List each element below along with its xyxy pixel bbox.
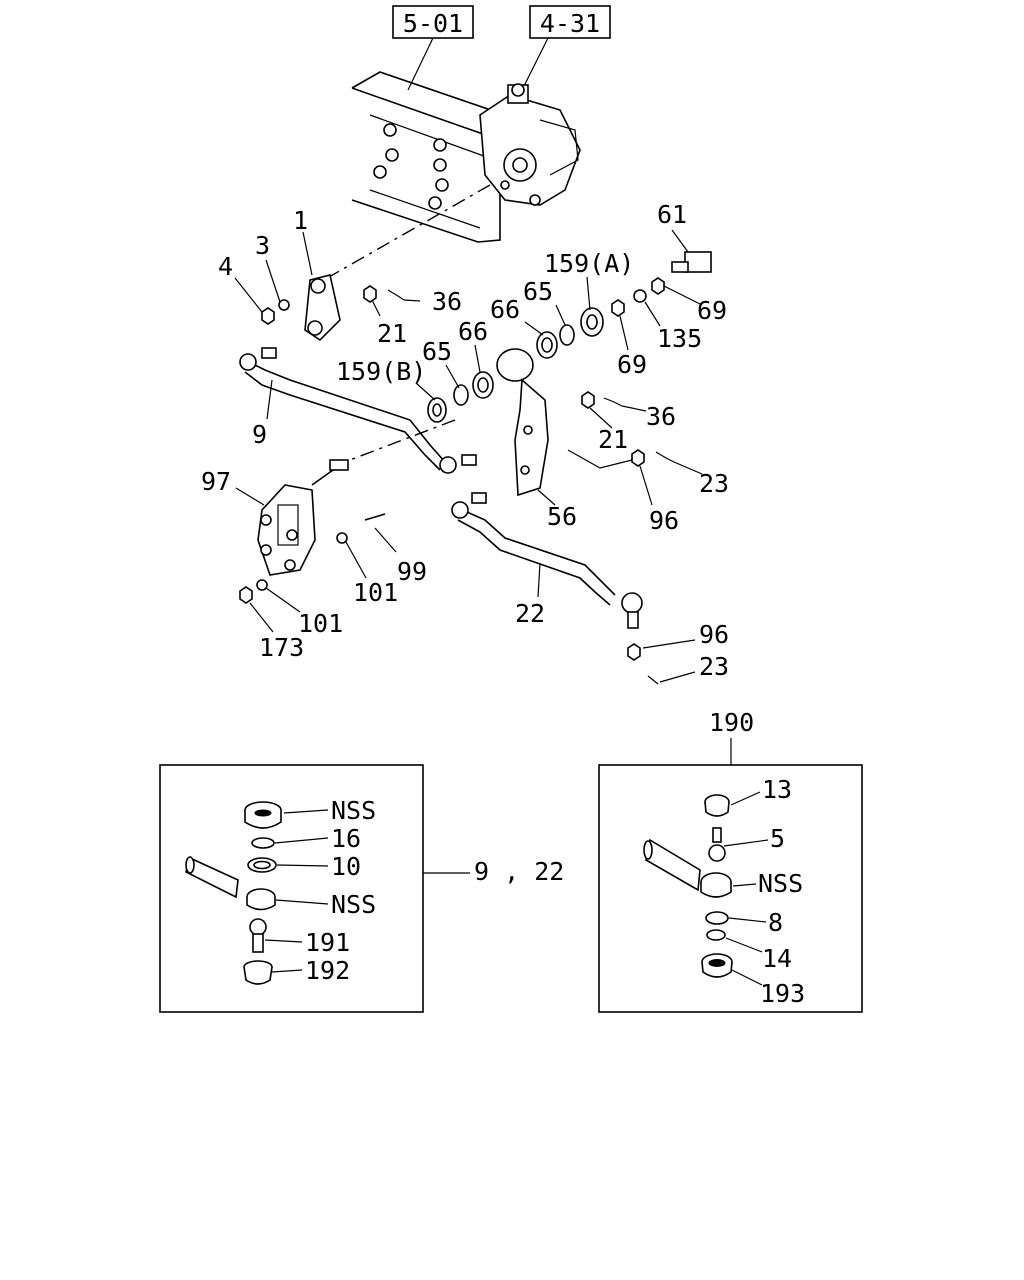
ref-box-5-01[interactable]: 5-01 — [392, 5, 474, 39]
bell-crank-56 — [496, 348, 549, 497]
callout-135[interactable]: 135 — [657, 324, 702, 353]
detail-box-tie-rod-end: 9 , 22 NSS 16 10 NSS 191 192 — [159, 764, 564, 1013]
callout-21a[interactable]: 21 — [377, 319, 407, 348]
callout-99[interactable]: 99 — [397, 557, 427, 586]
rod-9 — [239, 347, 477, 474]
nut — [261, 307, 275, 325]
detail-right-label-1[interactable]: 13 — [762, 775, 792, 804]
cotter-pin — [387, 289, 405, 301]
callout-61[interactable]: 61 — [657, 200, 687, 229]
callout-159a[interactable]: 159(A) — [544, 249, 634, 278]
pump-lever — [304, 274, 341, 342]
detail-box-ball-joint: 190 13 5 NSS 8 14 193 — [598, 708, 863, 1013]
callout-21b[interactable]: 21 — [598, 425, 628, 454]
callout-96b[interactable]: 96 — [699, 620, 729, 649]
callout-96a[interactable]: 96 — [649, 506, 679, 535]
detail-left-label-5[interactable]: 191 — [305, 928, 350, 957]
callout-97[interactable]: 97 — [201, 467, 231, 496]
detail-right-label-6[interactable]: 193 — [760, 979, 805, 1008]
callout-101b[interactable]: 101 — [298, 609, 343, 638]
detail-left-label-4[interactable]: NSS — [331, 890, 376, 919]
callout-36a[interactable]: 36 — [432, 287, 462, 316]
svg-text:4-31: 4-31 — [540, 9, 600, 38]
stop-bracket-61 — [671, 251, 712, 273]
callout-56[interactable]: 56 — [547, 502, 577, 531]
bracket-97 — [257, 459, 349, 576]
callout-66a[interactable]: 66 — [458, 317, 488, 346]
svg-text:5-01: 5-01 — [403, 9, 463, 38]
callout-23a[interactable]: 23 — [699, 469, 729, 498]
detail-right-label-5[interactable]: 14 — [762, 944, 792, 973]
callout-159b[interactable]: 159(B) — [336, 357, 426, 386]
detail-right-label-3[interactable]: NSS — [758, 869, 803, 898]
callout-69b[interactable]: 69 — [617, 350, 647, 379]
callout-9[interactable]: 9 — [252, 420, 267, 449]
callout-3[interactable]: 3 — [255, 231, 270, 260]
detail-left-label-6[interactable]: 192 — [305, 956, 350, 985]
bushing-159b — [427, 397, 447, 423]
detail-left-label-3[interactable]: 10 — [331, 852, 361, 881]
callout-22[interactable]: 22 — [515, 599, 545, 628]
callout-23b[interactable]: 23 — [699, 652, 729, 681]
lock-washer — [633, 289, 647, 303]
callout-173[interactable]: 173 — [259, 633, 304, 662]
bushing-159a — [580, 307, 604, 337]
callout-69a[interactable]: 69 — [697, 296, 727, 325]
bolt-99 — [364, 513, 386, 521]
washer — [278, 299, 290, 311]
ref-box-4-31[interactable]: 4-31 — [529, 5, 611, 39]
callout-101a[interactable]: 101 — [353, 578, 398, 607]
nut — [363, 285, 377, 303]
detail-group-label-9-22[interactable]: 9 , 22 — [474, 857, 564, 886]
callout-1[interactable]: 1 — [293, 206, 308, 235]
detail-left-label-2[interactable]: 16 — [331, 824, 361, 853]
callout-66b[interactable]: 66 — [490, 295, 520, 324]
callout-36b[interactable]: 36 — [646, 402, 676, 431]
detail-group-label-190[interactable]: 190 — [709, 708, 754, 737]
callout-4[interactable]: 4 — [218, 252, 233, 281]
callout-65a[interactable]: 65 — [422, 337, 452, 366]
callout-65b[interactable]: 65 — [523, 277, 553, 306]
rod-22 — [451, 492, 643, 629]
detail-right-label-2[interactable]: 5 — [770, 824, 785, 853]
detail-right-label-4[interactable]: 8 — [768, 908, 783, 937]
detail-left-label-1[interactable]: NSS — [331, 796, 376, 825]
injection-pump — [479, 83, 581, 206]
